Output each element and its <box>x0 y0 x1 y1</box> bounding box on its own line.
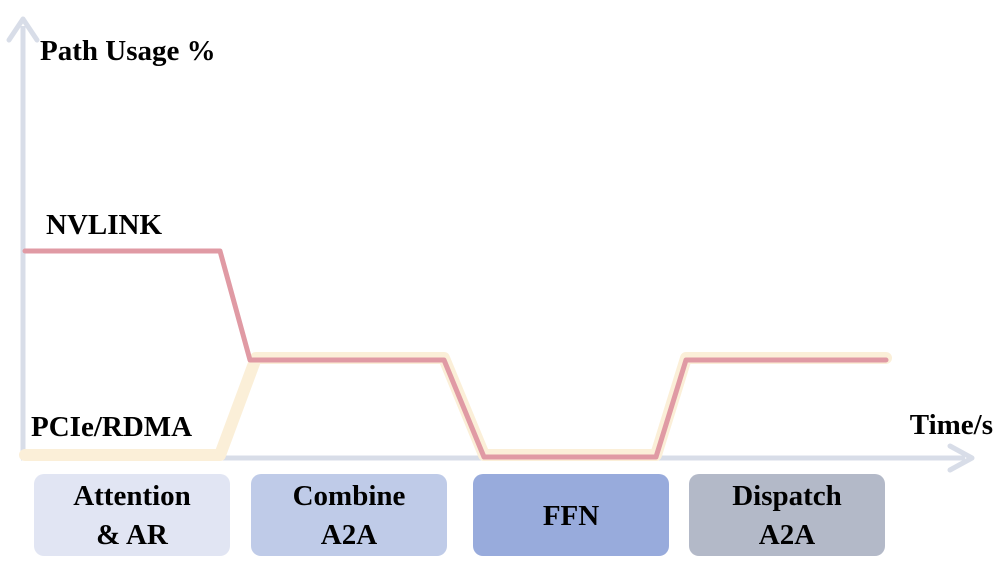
nvlink-usage-line <box>22 248 889 460</box>
phase-box <box>689 474 885 556</box>
phase-combine-a2a: Combine A2A <box>251 474 447 556</box>
x-axis-label: Time/s <box>910 409 993 441</box>
phase-box <box>251 474 447 556</box>
phase-label-line1: Dispatch <box>732 480 842 512</box>
phase-label-line1: Combine <box>293 480 406 512</box>
phase-dispatch-a2a: Dispatch A2A <box>689 474 885 556</box>
phase-label-line1: FFN <box>543 500 599 532</box>
phase-label-line2: & AR <box>96 519 169 551</box>
y-axis-label: Path Usage % <box>40 35 216 67</box>
phase-label-line2: A2A <box>321 519 377 551</box>
phase-box <box>34 474 230 556</box>
phase-ffn: FFN <box>473 474 669 556</box>
y-axis-arrowhead <box>6 16 40 43</box>
phase-attention-ar: Attention & AR <box>34 474 230 556</box>
phase-box <box>473 474 669 556</box>
phase-label-line2: A2A <box>759 519 815 551</box>
phase-label-line1: Attention <box>73 480 191 512</box>
pcie-rdma-label: PCIe/RDMA <box>31 411 192 443</box>
nvlink-label: NVLINK <box>46 209 162 241</box>
x-axis-arrowhead <box>947 443 975 473</box>
axes <box>6 16 975 473</box>
